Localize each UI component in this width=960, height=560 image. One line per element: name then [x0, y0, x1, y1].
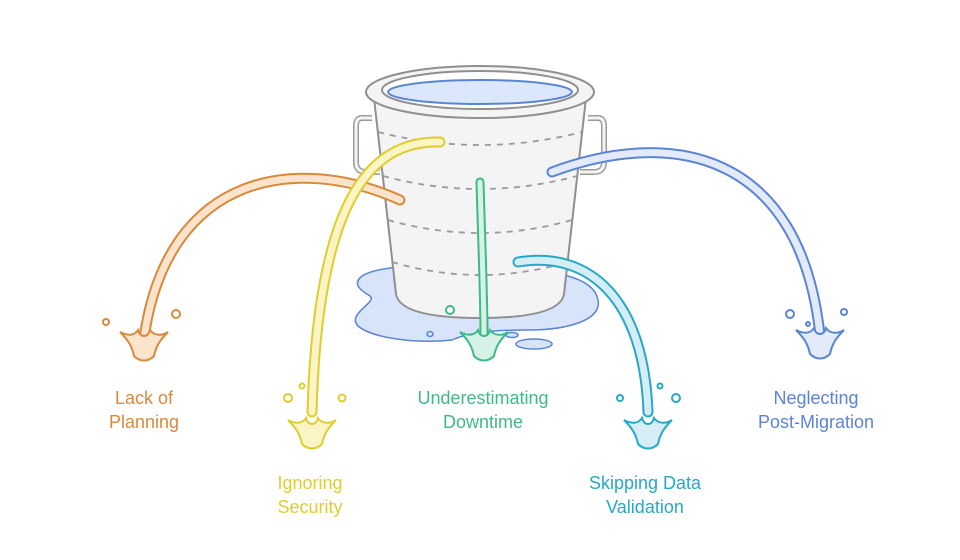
splash-icon	[785, 308, 848, 360]
label-ignoring-security: Ignoring Security	[250, 471, 370, 519]
stream-validation	[512, 254, 654, 418]
label-line: Validation	[606, 497, 684, 517]
label-underestimating-downtime: Underestimating Downtime	[393, 386, 573, 434]
label-neglecting-post-migration: Neglecting Post-Migration	[736, 386, 896, 434]
splash-icon	[102, 309, 181, 362]
splash-icon	[616, 382, 681, 450]
splash-icon	[283, 382, 347, 450]
label-line: Ignoring	[277, 473, 343, 493]
label-line: Security	[277, 497, 343, 517]
label-line: Neglecting	[773, 388, 859, 408]
label-line: Underestimating	[417, 388, 549, 408]
splashes	[102, 305, 848, 450]
label-lack-of-planning: Lack of Planning	[84, 386, 204, 434]
label-line: Skipping Data	[588, 473, 702, 493]
stream-security	[306, 136, 446, 418]
stream-downtime	[475, 177, 489, 340]
label-line: Lack of	[114, 388, 174, 408]
streams	[138, 136, 826, 418]
label-line: Downtime	[442, 412, 524, 432]
label-line: Post-Migration	[757, 412, 875, 432]
label-skipping-data-validation: Skipping Data Validation	[570, 471, 720, 519]
bucket-icon	[353, 65, 607, 320]
label-line: Planning	[108, 412, 180, 432]
stream-postmigration	[546, 147, 826, 341]
splash-icon	[445, 305, 509, 362]
